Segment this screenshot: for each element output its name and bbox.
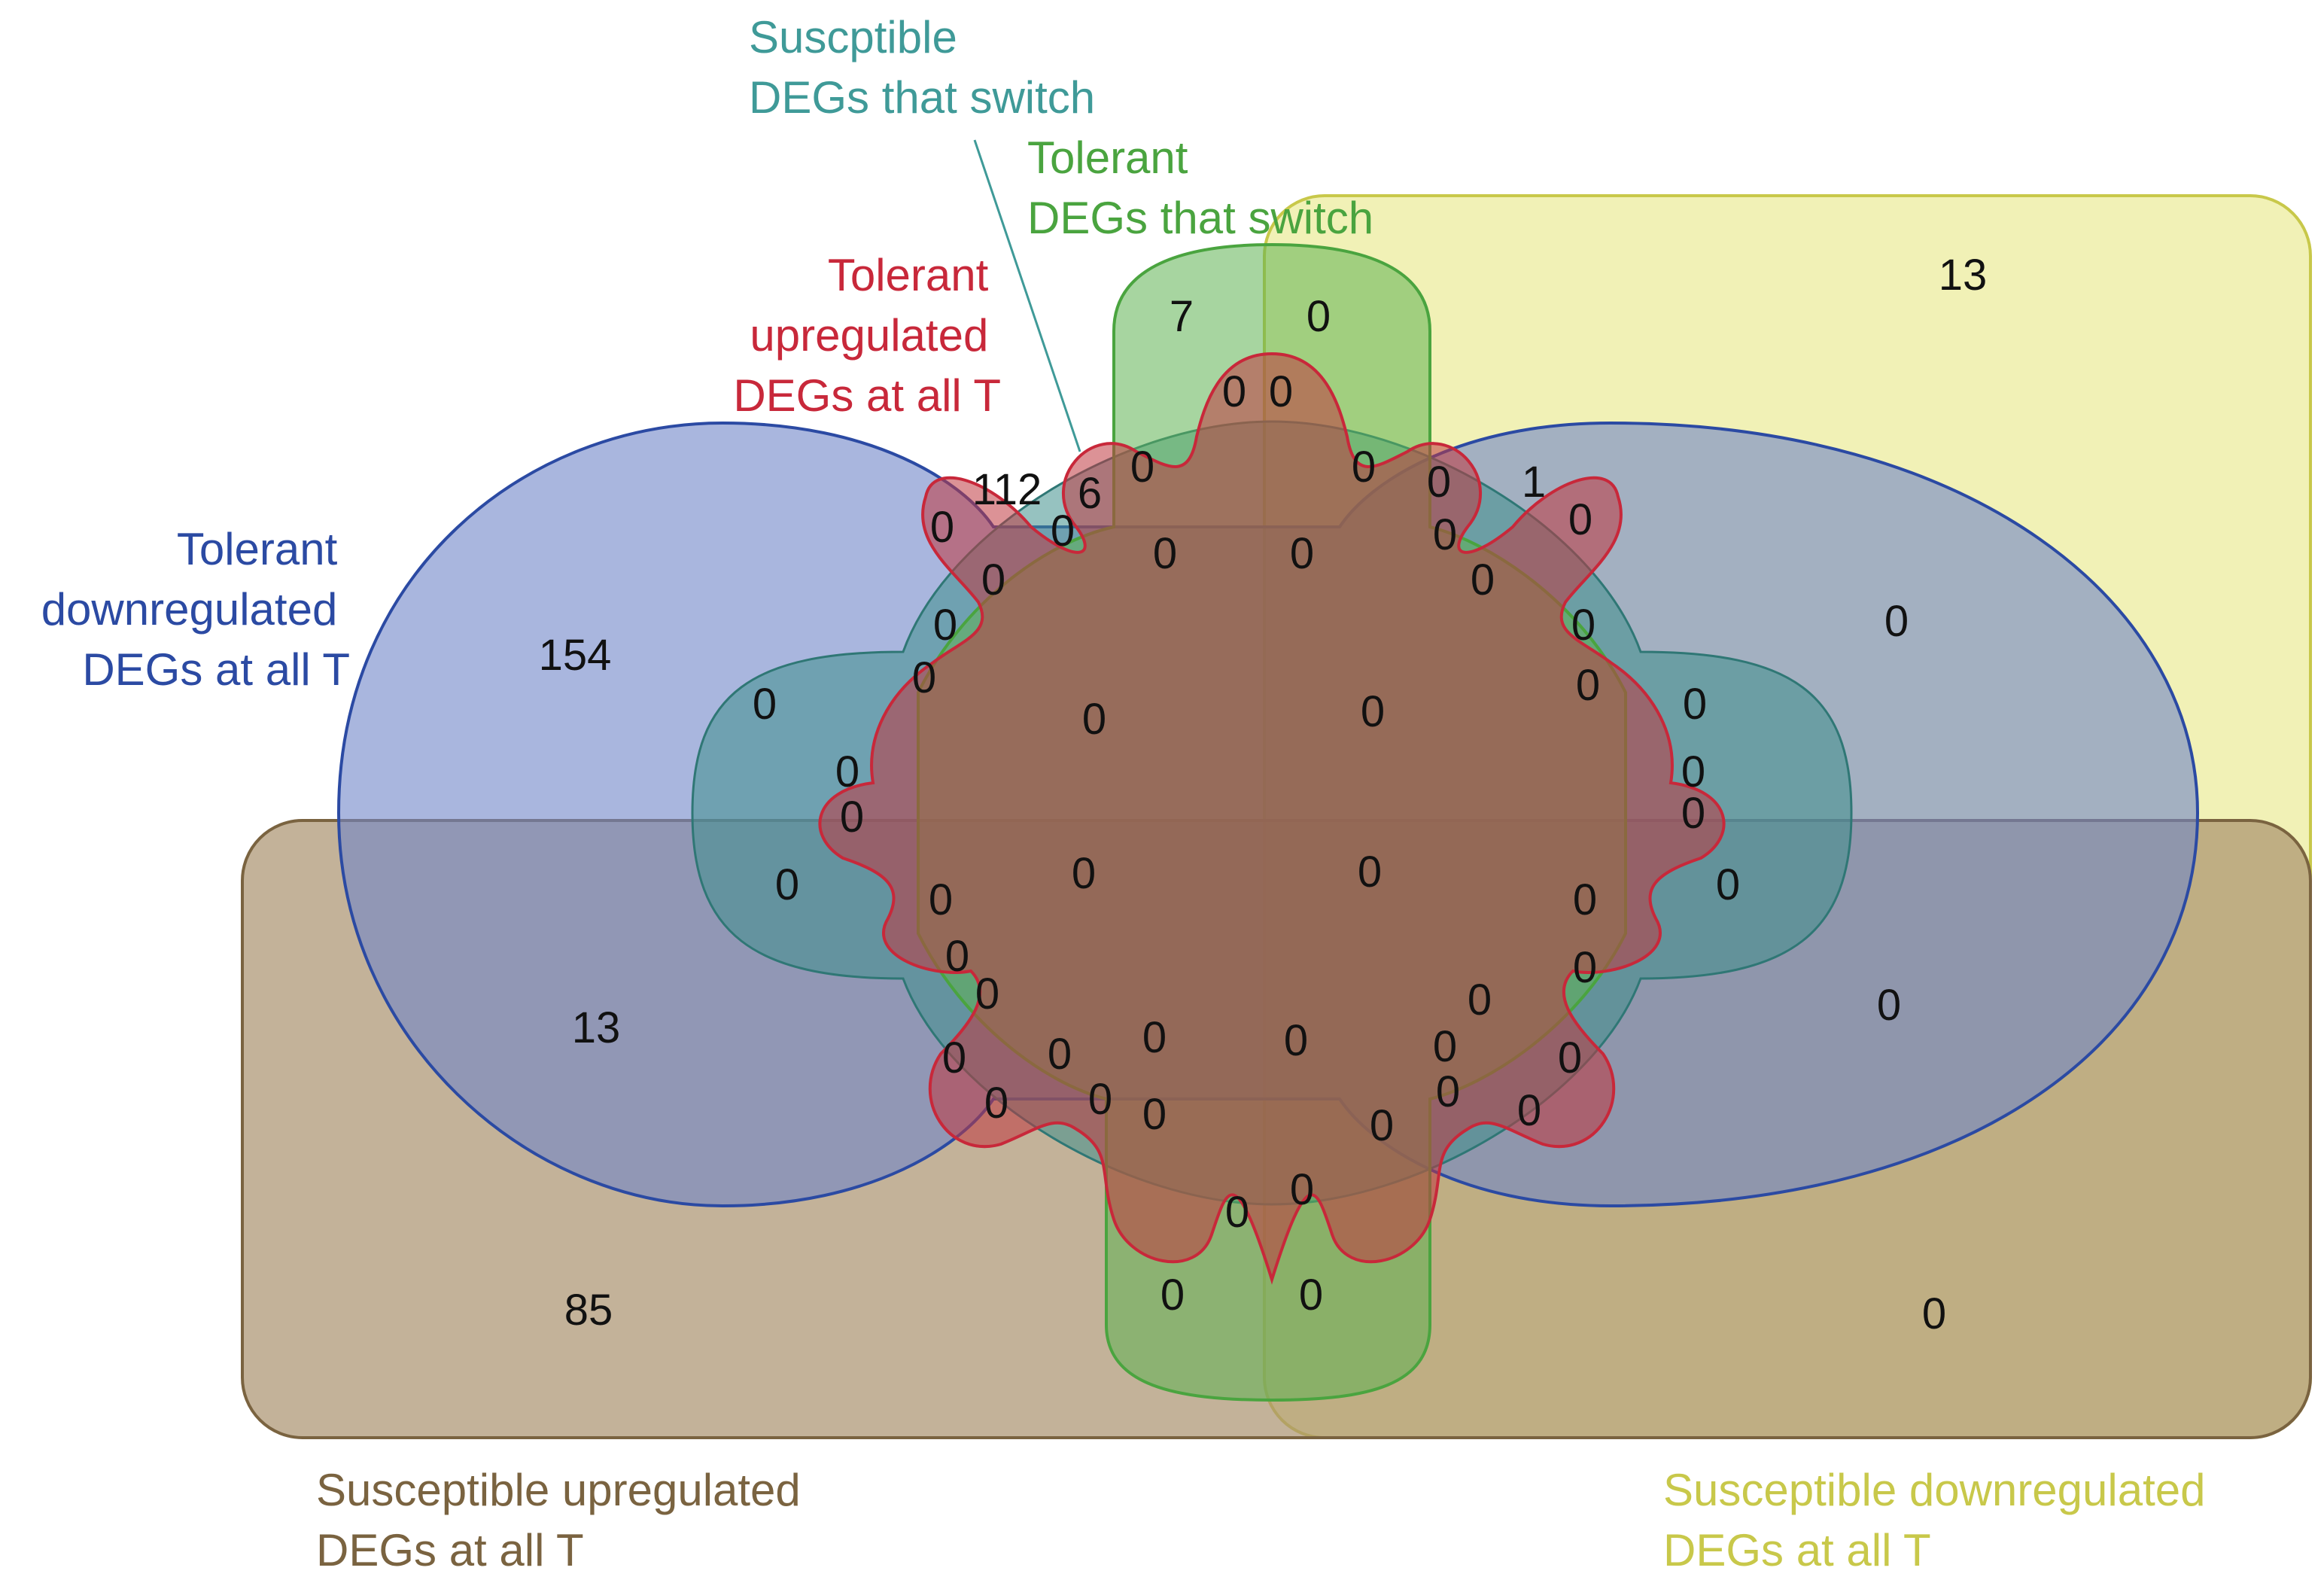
region-count: 0 bbox=[1471, 556, 1495, 604]
region-count: 6 bbox=[1078, 469, 1102, 518]
region-count: 0 bbox=[775, 860, 799, 909]
region-count: 0 bbox=[1088, 1075, 1112, 1124]
region-count: 0 bbox=[1681, 789, 1705, 838]
region-count: 0 bbox=[942, 1033, 966, 1082]
label-tolerant-up: Tolerant upregulated DEGs at all T bbox=[733, 250, 1001, 421]
region-count: 0 bbox=[984, 1079, 1008, 1128]
region-count: 0 bbox=[1051, 507, 1075, 556]
region-count: 0 bbox=[1576, 661, 1600, 710]
region-count: 1 bbox=[1522, 458, 1546, 507]
region-count: 0 bbox=[1290, 529, 1314, 578]
region-count: 0 bbox=[1433, 510, 1457, 559]
region-count: 0 bbox=[1573, 875, 1597, 924]
label-susceptible-switch: Suscptible DEGs that switch bbox=[749, 12, 1095, 123]
region-count: 0 bbox=[840, 793, 864, 842]
region-count: 0 bbox=[1517, 1086, 1541, 1135]
region-count: 0 bbox=[1072, 849, 1096, 898]
region-count: 0 bbox=[1558, 1033, 1582, 1082]
region-count: 85 bbox=[564, 1286, 613, 1335]
region-count: 0 bbox=[933, 601, 957, 650]
region-count: 13 bbox=[1939, 251, 1988, 300]
region-count: 0 bbox=[1433, 1022, 1457, 1071]
region-count: 0 bbox=[930, 503, 954, 552]
label-tolerant-switch: Tolerant DEGs that switch bbox=[1027, 132, 1373, 243]
region-count: 0 bbox=[1571, 601, 1595, 650]
region-count: 0 bbox=[1877, 981, 1901, 1030]
region-count: 0 bbox=[975, 970, 999, 1018]
region-count: 0 bbox=[1160, 1271, 1185, 1320]
region-count: 0 bbox=[1284, 1016, 1308, 1065]
region-count: 0 bbox=[1306, 292, 1331, 341]
label-susceptible-up: Susceptible upregulated DEGs at all T bbox=[316, 1465, 813, 1575]
region-count: 0 bbox=[1142, 1090, 1167, 1139]
region-count: 154 bbox=[539, 631, 612, 680]
region-count: 0 bbox=[981, 556, 1005, 604]
region-counts: 154 13 85 13 0 0 0 112 6 1 7 0 0 0 0 0 0… bbox=[539, 251, 1988, 1338]
region-count: 0 bbox=[1683, 680, 1707, 729]
region-count: 0 bbox=[1130, 443, 1154, 492]
region-count: 0 bbox=[1568, 495, 1592, 544]
label-susceptible-down: Susceptible downregulated DEGs at all T bbox=[1663, 1465, 2218, 1575]
region-count: 7 bbox=[1170, 292, 1194, 341]
region-count: 0 bbox=[945, 932, 969, 981]
region-count: 0 bbox=[1716, 860, 1740, 909]
region-count: 0 bbox=[1142, 1013, 1167, 1062]
region-count: 0 bbox=[1269, 367, 1293, 416]
region-count: 0 bbox=[1436, 1067, 1460, 1116]
region-count: 0 bbox=[1427, 458, 1451, 507]
region-count: 0 bbox=[1468, 976, 1492, 1024]
region-count: 0 bbox=[1370, 1101, 1394, 1150]
region-count: 0 bbox=[1358, 848, 1382, 896]
susceptible-switch-leader-line bbox=[973, 139, 1081, 452]
region-count: 112 bbox=[972, 465, 1042, 514]
region-count: 0 bbox=[1082, 695, 1106, 744]
region-count: 0 bbox=[929, 875, 953, 924]
region-count: 0 bbox=[1225, 1188, 1249, 1237]
region-count: 0 bbox=[1299, 1271, 1323, 1320]
region-count: 0 bbox=[1048, 1030, 1072, 1079]
region-count: 0 bbox=[1290, 1165, 1314, 1214]
region-count: 0 bbox=[1222, 367, 1246, 416]
label-tolerant-down: Tolerant downregulated DEGs at all T bbox=[41, 524, 350, 695]
region-count: 0 bbox=[1361, 687, 1385, 736]
region-count: 0 bbox=[835, 747, 859, 796]
region-count: 0 bbox=[1153, 529, 1177, 578]
region-count: 0 bbox=[912, 653, 936, 702]
region-count: 0 bbox=[1681, 747, 1705, 796]
region-count: 0 bbox=[1884, 597, 1909, 646]
region-count: 0 bbox=[1352, 443, 1376, 492]
region-count: 0 bbox=[1922, 1289, 1946, 1338]
set-tolerant-up-shape bbox=[818, 352, 1726, 1285]
region-count: 0 bbox=[753, 680, 777, 729]
region-count: 0 bbox=[1573, 943, 1597, 992]
region-count: 13 bbox=[572, 1003, 621, 1052]
